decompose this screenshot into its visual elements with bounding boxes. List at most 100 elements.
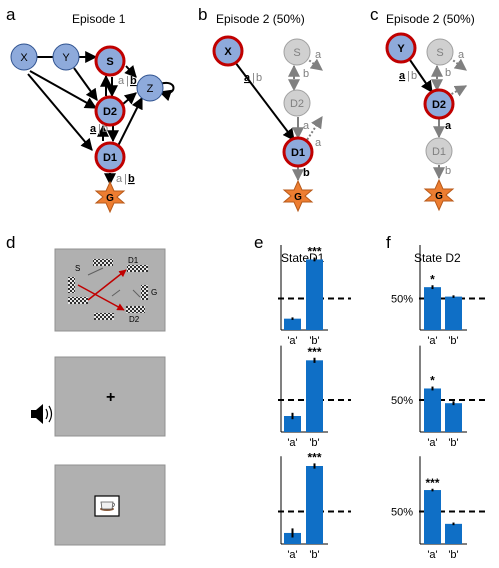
chart-f-row-1-ytick-label: 50% xyxy=(391,395,413,407)
panel-a-node-z-label: Z xyxy=(147,83,154,95)
panel-b-x-sep: | xyxy=(252,72,255,84)
panel-a-node-g: G xyxy=(94,180,126,214)
panel-b-d2-a: a xyxy=(303,120,310,132)
panel-a-d2d1-b: b xyxy=(102,123,108,135)
panel-a-node-d2: D2 xyxy=(94,95,126,127)
panel-label-f: f xyxy=(386,233,391,252)
panel-c-node-s: S xyxy=(426,38,454,66)
chart-f-row-0-bar-0 xyxy=(424,287,441,330)
chart-e-row-2-category-0: 'a' xyxy=(287,549,297,561)
chart-f-row-2-bar-0 xyxy=(424,490,441,544)
chart-e-row-0-bar-0 xyxy=(284,318,301,330)
panel-b-node-d1: D1 xyxy=(282,136,314,168)
panel-a-sd2-sep: | xyxy=(126,75,129,87)
chart-f-row-2-category-1: 'b' xyxy=(448,549,458,561)
panel-d: S D1 G D2 + xyxy=(31,248,166,546)
chart-f-row-1-category-1: 'b' xyxy=(448,437,458,449)
panel-b: Episode 2 (50%) X S D2 D1 G a | b b xyxy=(212,12,323,213)
panel-a-node-x: X xyxy=(10,43,38,71)
panel-label-e: e xyxy=(254,233,263,252)
chart-e-row-1-bar-0 xyxy=(284,416,301,432)
panel-c-node-g-label: G xyxy=(435,191,443,202)
chart-e-row-0-stars-1: *** xyxy=(307,245,321,259)
panel-d-cup-screen xyxy=(54,464,166,546)
panel-a-node-x-label: X xyxy=(20,52,28,64)
chart-e-row-1-category-0: 'a' xyxy=(287,437,297,449)
panel-b-title: Episode 2 (50%) xyxy=(216,12,305,26)
panel-a-title: Episode 1 xyxy=(72,12,126,26)
maze-label-s: S xyxy=(75,264,80,273)
panel-c-node-d2-label: D2 xyxy=(432,99,446,111)
panel-a-node-y: Y xyxy=(52,43,80,71)
chart-f-row-2-bar-1 xyxy=(445,523,462,544)
panel-b-node-d2-label: D2 xyxy=(290,98,304,110)
panel-c-d2-a: a xyxy=(445,120,452,132)
chart-e: 'a'***'b''a'***'b''a'***'b' xyxy=(278,245,351,561)
chart-e-row-2-bar-1 xyxy=(306,466,323,544)
chart-e-row-2-category-1: 'b' xyxy=(309,549,319,561)
chart-f-row-2-category-0: 'a' xyxy=(427,549,437,561)
panel-b-d1-a: a xyxy=(315,137,322,149)
panel-c-node-y: Y xyxy=(385,32,417,64)
panel-label-b: b xyxy=(198,5,207,24)
panel-b-node-s-label: S xyxy=(293,47,300,59)
panel-c-title: Episode 2 (50%) xyxy=(386,12,475,26)
chart-f-row-0-category-0: 'a' xyxy=(427,335,437,347)
maze-label-g: G xyxy=(151,288,157,297)
panel-a-node-s-label: S xyxy=(106,56,113,68)
panel-a-node-d2-label: D2 xyxy=(103,106,117,118)
chart-e-row-2-bar-0 xyxy=(284,532,301,544)
panel-c-y-b: b xyxy=(411,70,417,82)
panel-a-node-z: Z xyxy=(136,74,164,102)
panel-b-edge-s-out xyxy=(305,57,323,71)
panel-c-node-s-label: S xyxy=(436,47,443,59)
chart-f: 50%*'a''b'50%*'a''b'50%***'a''b' xyxy=(391,244,487,561)
panel-b-node-g-label: G xyxy=(294,192,302,203)
chart-f-row-1-bar-1 xyxy=(445,403,462,432)
panel-c-node-d1: D1 xyxy=(425,137,453,165)
chart-f-row-0-ytick-label: 50% xyxy=(391,294,413,306)
panel-c-s-b: b xyxy=(445,67,451,79)
panel-d-fixation-screen: + xyxy=(54,356,166,437)
panel-b-x-b: b xyxy=(256,72,262,84)
panel-c-y-a: a xyxy=(399,70,406,82)
chart-e-row-1-category-1: 'b' xyxy=(309,437,319,449)
speaker-icon xyxy=(31,404,53,424)
panel-b-node-x: X xyxy=(212,35,244,67)
panel-a-d1g-sep: | xyxy=(124,173,127,185)
chart-e-row-1-stars-1: *** xyxy=(307,345,321,359)
panel-c-node-d1-label: D1 xyxy=(432,146,446,158)
panel-c-s-a: a xyxy=(458,49,465,61)
panel-b-node-d2: D2 xyxy=(283,89,311,117)
chart-e-row-0-category-0: 'a' xyxy=(287,335,297,347)
panel-a-edges xyxy=(27,51,175,186)
panel-c-node-g: G xyxy=(423,178,455,212)
panel-b-edge-x-d1 xyxy=(234,61,295,141)
panel-b-s-a: a xyxy=(315,49,322,61)
panel-d-maze-screen: S D1 G D2 xyxy=(54,248,166,332)
panel-c-node-y-label: Y xyxy=(397,43,405,55)
chart-f-row-2-ytick-label: 50% xyxy=(391,507,413,519)
panel-c-node-d2: D2 xyxy=(423,88,455,120)
panel-b-node-d1-label: D1 xyxy=(291,147,305,159)
panel-label-a: a xyxy=(6,5,16,24)
panel-a-node-y-label: Y xyxy=(62,52,70,64)
panel-label-d: d xyxy=(6,233,15,252)
panel-a-node-s: S xyxy=(94,45,126,77)
panel-b-node-g: G xyxy=(282,179,314,213)
panel-a-d1g-a: a xyxy=(116,173,123,185)
panel-c-edge-d2-out xyxy=(447,85,468,97)
chart-f-row-0-category-1: 'b' xyxy=(448,335,458,347)
panel-c-d1-b: b xyxy=(445,165,451,177)
chart-e-row-1-bar-1 xyxy=(306,360,323,432)
chart-f-row-1-category-0: 'a' xyxy=(427,437,437,449)
panel-a-node-g-label: G xyxy=(106,193,114,204)
panel-b-d1-b: b xyxy=(303,167,310,179)
panel-a-sd2-b: b xyxy=(130,75,137,87)
maze-label-d1: D1 xyxy=(128,256,139,265)
coffee-cup-icon xyxy=(100,501,115,511)
panel-b-edge-d1-out xyxy=(304,115,323,144)
panel-a-sd2-a: a xyxy=(118,75,125,87)
maze-label-d2: D2 xyxy=(129,315,140,324)
